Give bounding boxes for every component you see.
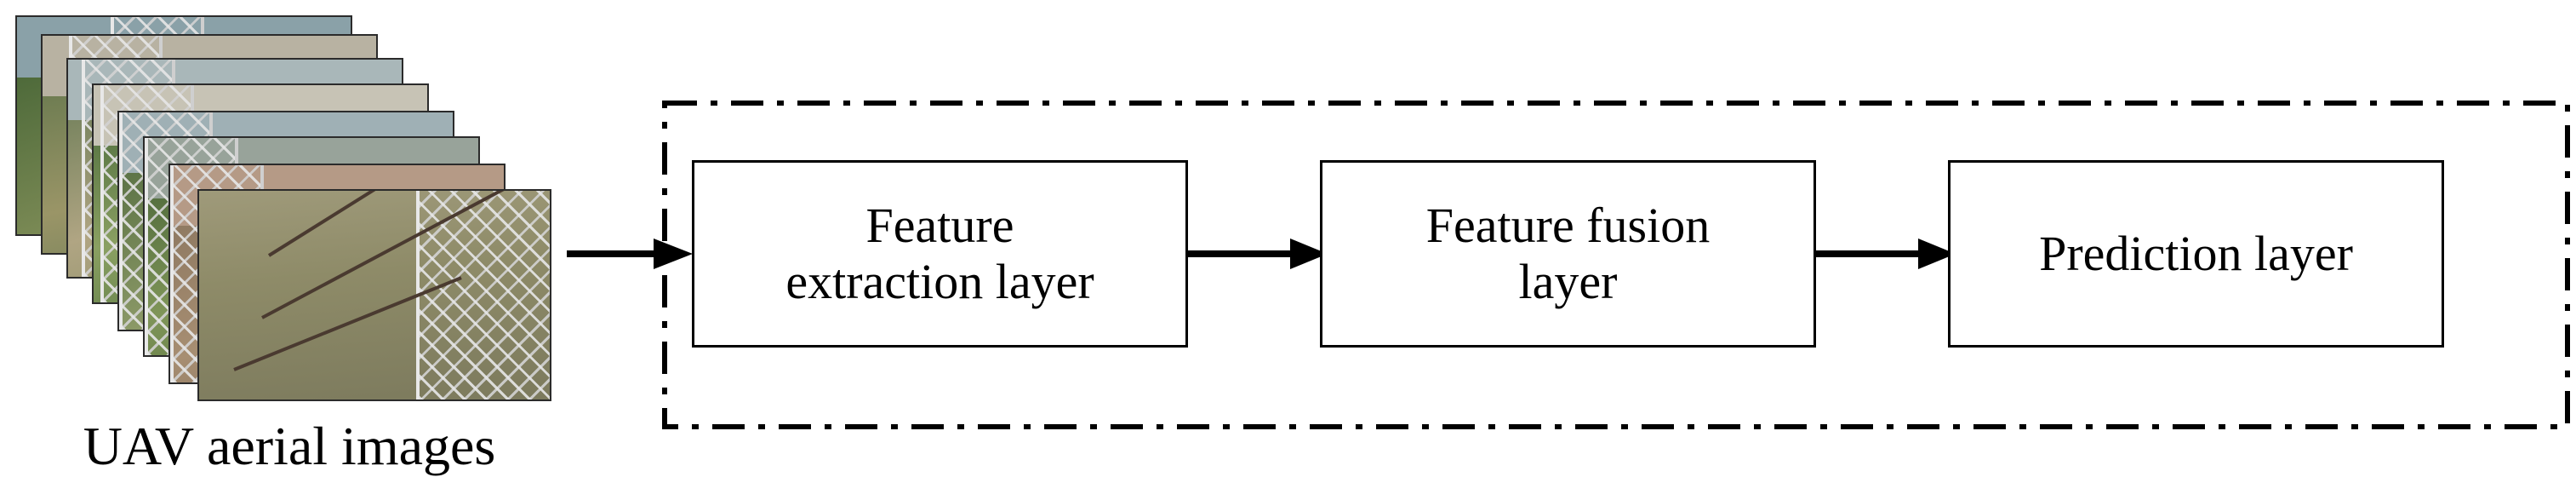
- feature-extraction-layer-box: Feature extraction layer: [692, 160, 1188, 348]
- feature-fusion-layer-label: Feature fusion layer: [1425, 198, 1711, 309]
- prediction-layer-label: Prediction layer: [2039, 226, 2353, 281]
- arrow-extraction-to-fusion: [1188, 239, 1328, 269]
- prediction-layer-box: Prediction layer: [1948, 160, 2444, 348]
- feature-fusion-layer-box: Feature fusion layer: [1320, 160, 1816, 348]
- feature-extraction-layer-label: Feature extraction layer: [785, 198, 1094, 309]
- input-caption: UAV aerial images: [83, 416, 496, 476]
- aerial-photo-8: [197, 189, 551, 401]
- arrow-input-to-extraction: [567, 239, 693, 269]
- arrow-fusion-to-prediction: [1816, 239, 1956, 269]
